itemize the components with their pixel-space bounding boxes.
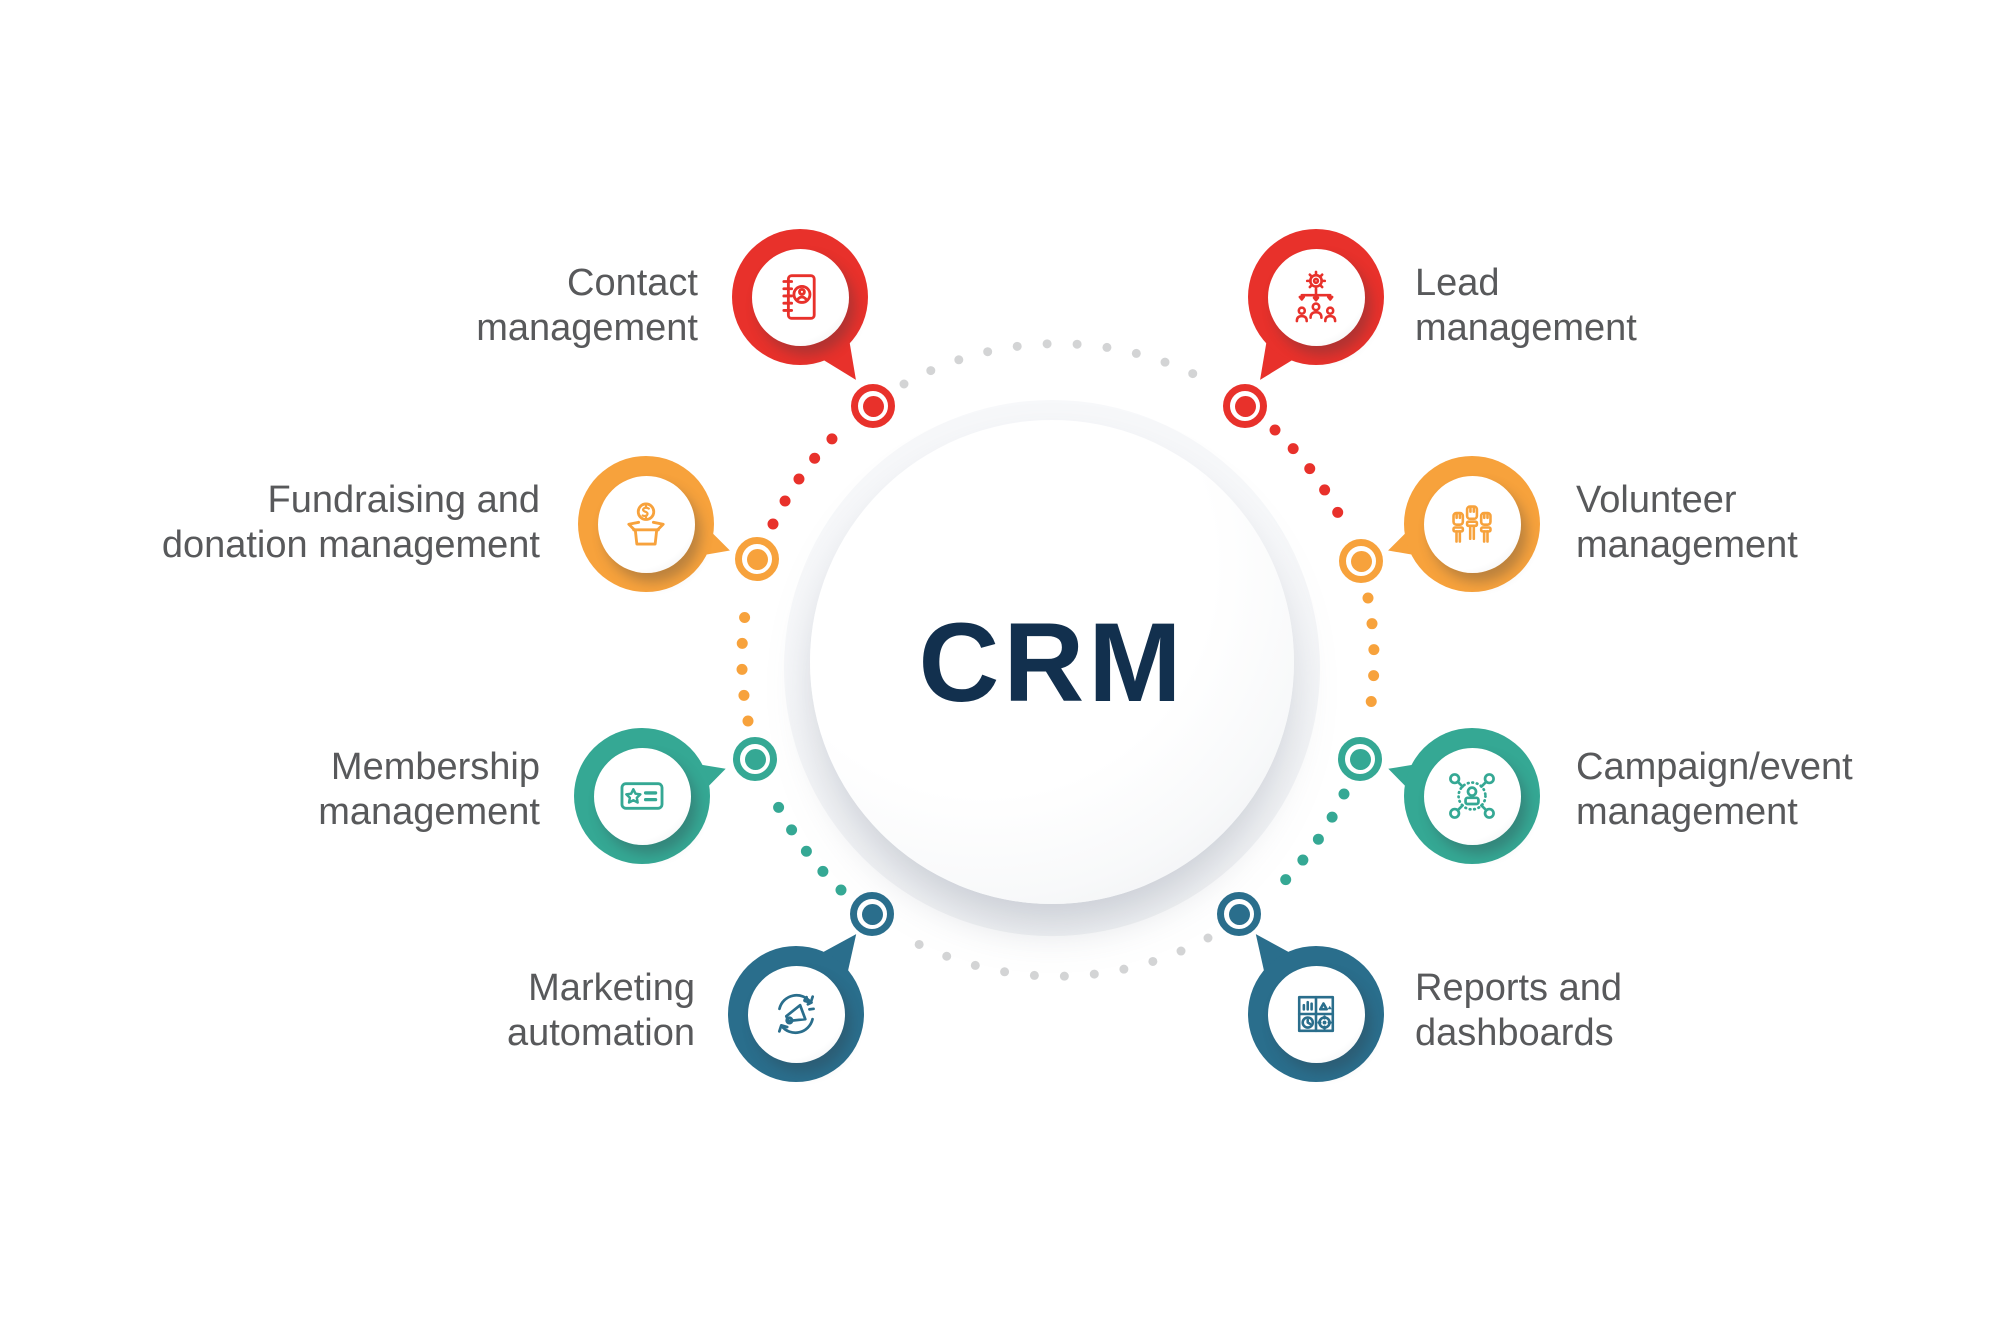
connector-dot-fundraising — [735, 537, 779, 581]
connector-dot-marketing — [850, 892, 894, 936]
volunteer-hands-icon — [1452, 505, 1492, 543]
label-lead-management: Lead management — [1415, 262, 1637, 349]
connector-dot-reports — [1217, 892, 1261, 936]
connector-dot-core — [861, 903, 883, 925]
connector-dot-campaign — [1338, 737, 1382, 781]
bubble-membership-management — [574, 728, 710, 864]
bubble-campaign-event-management — [1404, 728, 1540, 864]
bubble-inner-sphere — [1423, 475, 1521, 573]
connector-dot-core — [1234, 395, 1256, 417]
connector-dot-core — [744, 748, 766, 770]
connector-dot-core — [746, 548, 768, 570]
label-contact-management: Contact management — [476, 262, 698, 349]
contact-book-icon — [782, 274, 816, 320]
bubble-inner-sphere — [593, 747, 691, 845]
crm-center-sphere: CRM — [810, 420, 1294, 904]
connector-dot-core — [1350, 550, 1372, 572]
bubble-inner-sphere — [747, 965, 845, 1063]
connector-dot-core — [1349, 748, 1371, 770]
label-campaign-event-management: Campaign/event management — [1576, 746, 1853, 833]
bubble-inner-sphere — [597, 475, 695, 573]
bubble-inner-sphere — [751, 248, 849, 346]
bubble-inner-sphere — [1267, 248, 1365, 346]
event-network-icon — [1449, 773, 1495, 819]
bubble-reports-dashboards — [1248, 946, 1384, 1082]
crm-title: CRM — [918, 599, 1186, 725]
donation-box-icon — [627, 502, 665, 546]
connector-dot-contact — [851, 384, 895, 428]
connector-dot-volunteer — [1339, 539, 1383, 583]
membership-card-icon — [620, 782, 664, 810]
bubble-inner-sphere — [1267, 965, 1365, 1063]
bubble-inner-sphere — [1423, 747, 1521, 845]
lead-distribution-icon — [1295, 270, 1337, 323]
bubble-fundraising-management — [578, 456, 714, 592]
connector-dot-core — [862, 395, 884, 417]
label-volunteer-management: Volunteer management — [1576, 479, 1798, 566]
bubble-marketing-automation — [728, 946, 864, 1082]
connector-dot-lead — [1223, 384, 1267, 428]
label-marketing-automation: Marketing automation — [506, 967, 695, 1054]
label-membership-management: Membership management — [318, 746, 540, 833]
marketing-megaphone-icon — [777, 993, 815, 1035]
label-fundraising-management: Fundraising and donation management — [161, 479, 540, 566]
bubble-volunteer-management — [1404, 456, 1540, 592]
connector-dot-core — [1228, 903, 1250, 925]
connector-dot-membership — [733, 737, 777, 781]
bubble-contact-management — [732, 229, 868, 365]
reports-dashboard-icon — [1297, 995, 1335, 1033]
label-reports-dashboards: Reports and dashboards — [1415, 967, 1623, 1054]
bubble-lead-management — [1248, 229, 1384, 365]
